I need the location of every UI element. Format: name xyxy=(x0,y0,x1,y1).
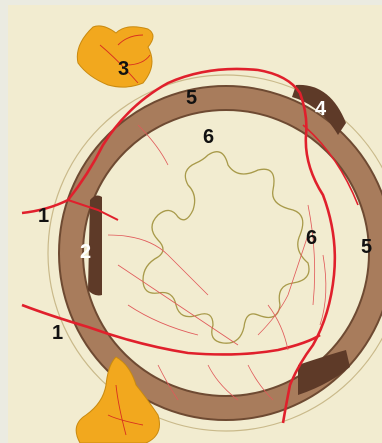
lumen-outline xyxy=(143,152,309,344)
label-4: 4 xyxy=(315,98,327,120)
vessel-1-bottom xyxy=(22,305,320,354)
label-1-bottom: 1 xyxy=(52,322,63,344)
label-1-top: 1 xyxy=(38,205,49,227)
vascular-diagram: 3 5 4 6 1 2 6 5 1 xyxy=(8,5,382,443)
diagram-panel: 3 5 4 6 1 2 6 5 1 xyxy=(8,5,382,443)
label-5-right: 5 xyxy=(361,236,372,258)
capillary-network xyxy=(108,125,326,400)
label-5-top: 5 xyxy=(186,87,197,109)
label-6-top: 6 xyxy=(203,126,214,148)
label-6-right: 6 xyxy=(306,227,317,249)
label-3: 3 xyxy=(118,58,129,80)
label-2: 2 xyxy=(80,241,91,263)
